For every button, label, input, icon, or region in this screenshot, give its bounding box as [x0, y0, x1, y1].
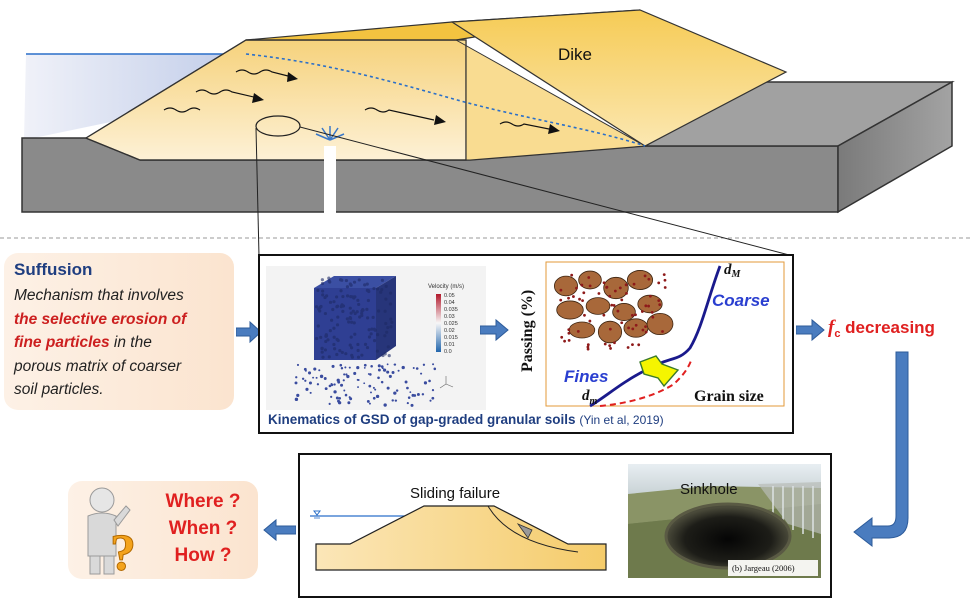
gsd-label-fines: Fines	[564, 367, 608, 386]
suffusion-line-5: soil particles.	[14, 381, 104, 398]
kinematics-caption-text: Kinematics of GSD of gap-graded granular…	[268, 412, 576, 427]
sinkhole-column	[324, 146, 336, 214]
sinkhole-label: Sinkhole	[680, 481, 738, 498]
velocity-legend-tick: 0.035	[444, 307, 458, 313]
suffusion-emphasis: fine particles	[14, 334, 110, 351]
arrow-right-icon	[796, 318, 825, 342]
velocity-legend-tick: 0.015	[444, 335, 458, 341]
velocity-legend-title: Velocity (m/s)	[428, 284, 464, 290]
gsd-xlabel: Grain size	[694, 388, 764, 405]
velocity-legend-tick: 0.03	[444, 314, 455, 320]
thinking-person-icon: ?	[87, 487, 137, 576]
velocity-legend-tick: 0.05	[444, 293, 455, 299]
kinematics-caption: Kinematics of GSD of gap-graded granular…	[268, 412, 664, 427]
phreatic-line	[245, 53, 646, 147]
question-how: How ?	[174, 545, 232, 566]
ground-side-right	[837, 80, 953, 214]
zoom-lines	[255, 126, 794, 257]
sliding-failure-label: Sliding failure	[410, 485, 500, 502]
gsd-curve-eroded	[599, 357, 693, 407]
svg-text:?: ?	[110, 525, 136, 576]
arrow-left-icon	[263, 518, 296, 542]
arrow-right-icon	[480, 318, 509, 342]
suffusion-line-2: the selective erosion of	[14, 310, 187, 328]
velocity-legend-tick: 0.025	[444, 321, 458, 327]
question-where: Where ?	[165, 491, 241, 512]
shift-arrow	[639, 355, 680, 388]
sliding-failure-diagram: Sliding failure	[310, 485, 607, 571]
dike-label: Dike	[558, 45, 592, 64]
velocity-legend-tick: 0.0	[444, 349, 452, 355]
question-when: When ?	[168, 518, 238, 539]
fines-content-label: fc decreasing	[828, 317, 935, 340]
suffusion-box	[4, 253, 234, 410]
suffusion-title: Suffusion	[14, 260, 93, 279]
dike-illustration: Dike	[0, 9, 972, 239]
photo-caption: (b) Jargeau (2006)	[732, 563, 795, 573]
suffusion-description: Mechanism that involves the selective er…	[14, 284, 224, 402]
gsd-ylabel: Passing (%)	[519, 290, 536, 372]
velocity-legend-tick: 0.01	[444, 342, 455, 348]
fc-symbol-sub: c	[834, 328, 841, 340]
suffusion-line-1: Mechanism that involves	[14, 287, 184, 304]
gsd-plot: Passing (%) Grain size Coarse Fines dM d…	[519, 261, 785, 408]
arrow-right-icon	[236, 320, 262, 344]
gsd-label-coarse: Coarse	[712, 291, 770, 310]
kinematics-citation: (Yin et al, 2019)	[579, 413, 664, 427]
velocity-legend-tick: 0.02	[444, 328, 455, 334]
sinkhole-photo: (b) Jargeau (2006) Sinkhole	[628, 464, 821, 578]
gsd-label-dm: dm	[582, 388, 598, 407]
velocity-legend-tick: 0.04	[444, 300, 455, 306]
suffusion-line-4: porous matrix of coarser	[14, 357, 182, 375]
gsd-label-dM: dM	[724, 262, 742, 280]
curved-arrow-icon	[853, 351, 909, 548]
simulation-cube: Velocity (m/s) 0.050.040.0350.030.0250.0…	[266, 266, 486, 410]
fc-text: decreasing	[840, 318, 935, 337]
suffusion-line-3: in the	[109, 334, 152, 351]
dike-back-slope	[450, 9, 788, 147]
fc-symbol: f	[828, 317, 835, 338]
seepage-arrows	[163, 69, 555, 131]
gsd-curve-initial	[589, 265, 722, 408]
erosion-spot	[255, 115, 301, 137]
